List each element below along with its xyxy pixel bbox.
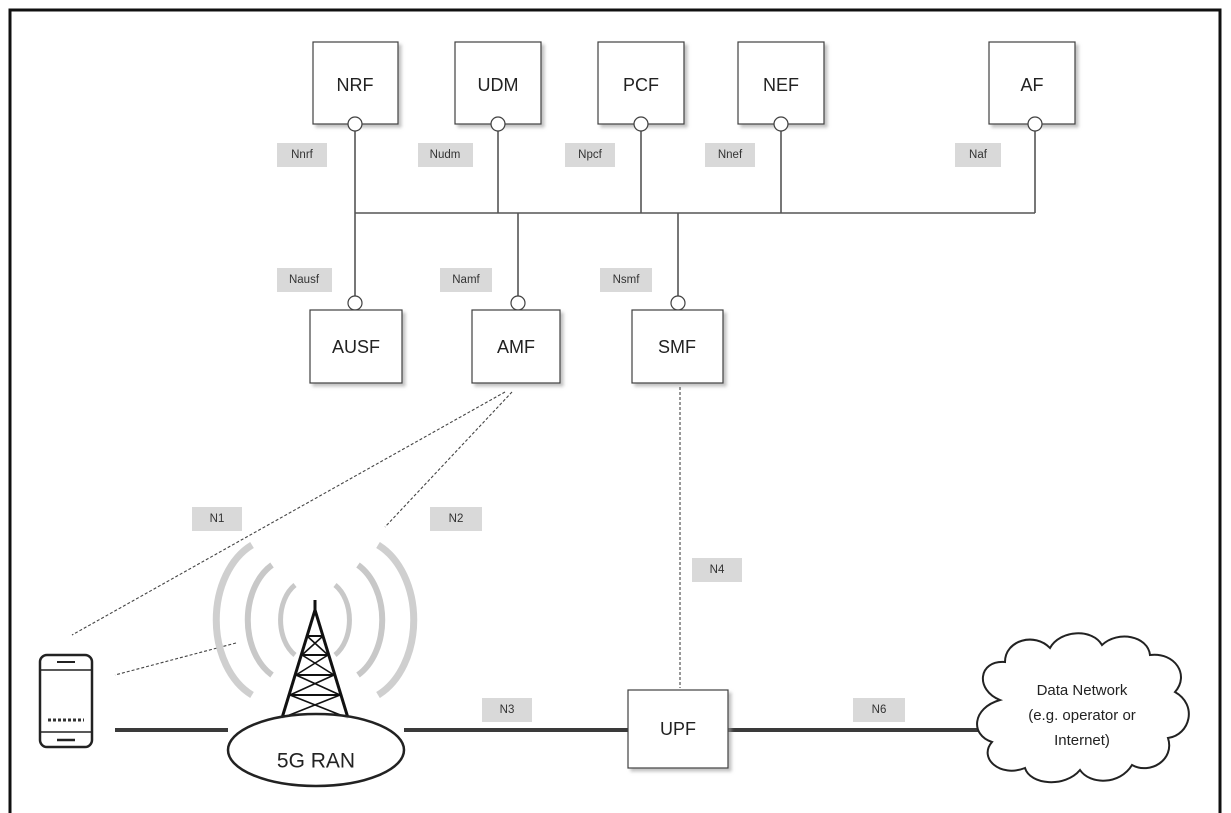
n6-text: N6	[872, 704, 887, 716]
nudm-text: Nudm	[430, 149, 461, 161]
upf-box: UPF	[628, 690, 728, 768]
nausf-interface-label: Nausf	[277, 268, 332, 292]
pcf-sbi-endpoint	[634, 117, 648, 131]
smf-box: SMF	[632, 310, 723, 383]
smartphone-icon	[40, 655, 92, 747]
naf-text: Naf	[969, 149, 988, 161]
udm-box: UDM	[455, 42, 541, 124]
data-network-line2: (e.g. operator or	[1028, 707, 1136, 724]
nsmf-interface-label: Nsmf	[600, 268, 652, 292]
npcf-text: Npcf	[578, 149, 602, 161]
udm-sbi-endpoint	[491, 117, 505, 131]
n4-interface-label: N4	[692, 558, 742, 582]
nudm-interface-label: Nudm	[418, 143, 473, 167]
nnef-interface-label: Nnef	[705, 143, 755, 167]
nef-box: NEF	[738, 42, 824, 124]
nsmf-text: Nsmf	[613, 274, 641, 286]
ausf-sbi-endpoint	[348, 296, 362, 310]
udm-label: UDM	[478, 75, 519, 95]
nnrf-text: Nnrf	[291, 149, 314, 161]
namf-interface-label: Namf	[440, 268, 492, 292]
nrf-sbi-endpoint	[348, 117, 362, 131]
ausf-label: AUSF	[332, 337, 380, 357]
smf-sbi-endpoint	[671, 296, 685, 310]
n4-text: N4	[710, 564, 725, 576]
ausf-box: AUSF	[310, 310, 402, 383]
data-network-line3: Internet)	[1054, 732, 1110, 749]
ran-label: 5G RAN	[277, 750, 355, 773]
af-label: AF	[1020, 75, 1043, 95]
amf-box: AMF	[472, 310, 560, 383]
n3-text: N3	[500, 704, 515, 716]
n6-interface-label: N6	[853, 698, 905, 722]
radio-tower-icon	[216, 545, 413, 718]
nrf-label: NRF	[337, 75, 374, 95]
amf-label: AMF	[497, 337, 535, 357]
nrf-box: NRF	[313, 42, 398, 124]
af-sbi-endpoint	[1028, 117, 1042, 131]
data-network-line1: Data Network	[1037, 682, 1128, 699]
nausf-text: Nausf	[289, 274, 320, 286]
n3-interface-label: N3	[482, 698, 532, 722]
n2-interface-label: N2	[430, 507, 482, 531]
n2-link	[385, 392, 512, 527]
nnrf-interface-label: Nnrf	[277, 143, 327, 167]
ran-ellipse: 5G RAN	[228, 714, 404, 786]
n2-text: N2	[449, 513, 464, 525]
namf-text: Namf	[452, 274, 480, 286]
n1-interface-label: N1	[192, 507, 242, 531]
nef-sbi-endpoint	[774, 117, 788, 131]
pcf-box: PCF	[598, 42, 684, 124]
af-box: AF	[989, 42, 1075, 124]
nnef-text: Nnef	[718, 149, 743, 161]
n1-text: N1	[210, 513, 225, 525]
npcf-interface-label: Npcf	[565, 143, 615, 167]
upf-label: UPF	[660, 719, 696, 739]
nef-label: NEF	[763, 75, 799, 95]
smf-label: SMF	[658, 337, 696, 357]
pcf-label: PCF	[623, 75, 659, 95]
amf-sbi-endpoint	[511, 296, 525, 310]
naf-interface-label: Naf	[955, 143, 1001, 167]
